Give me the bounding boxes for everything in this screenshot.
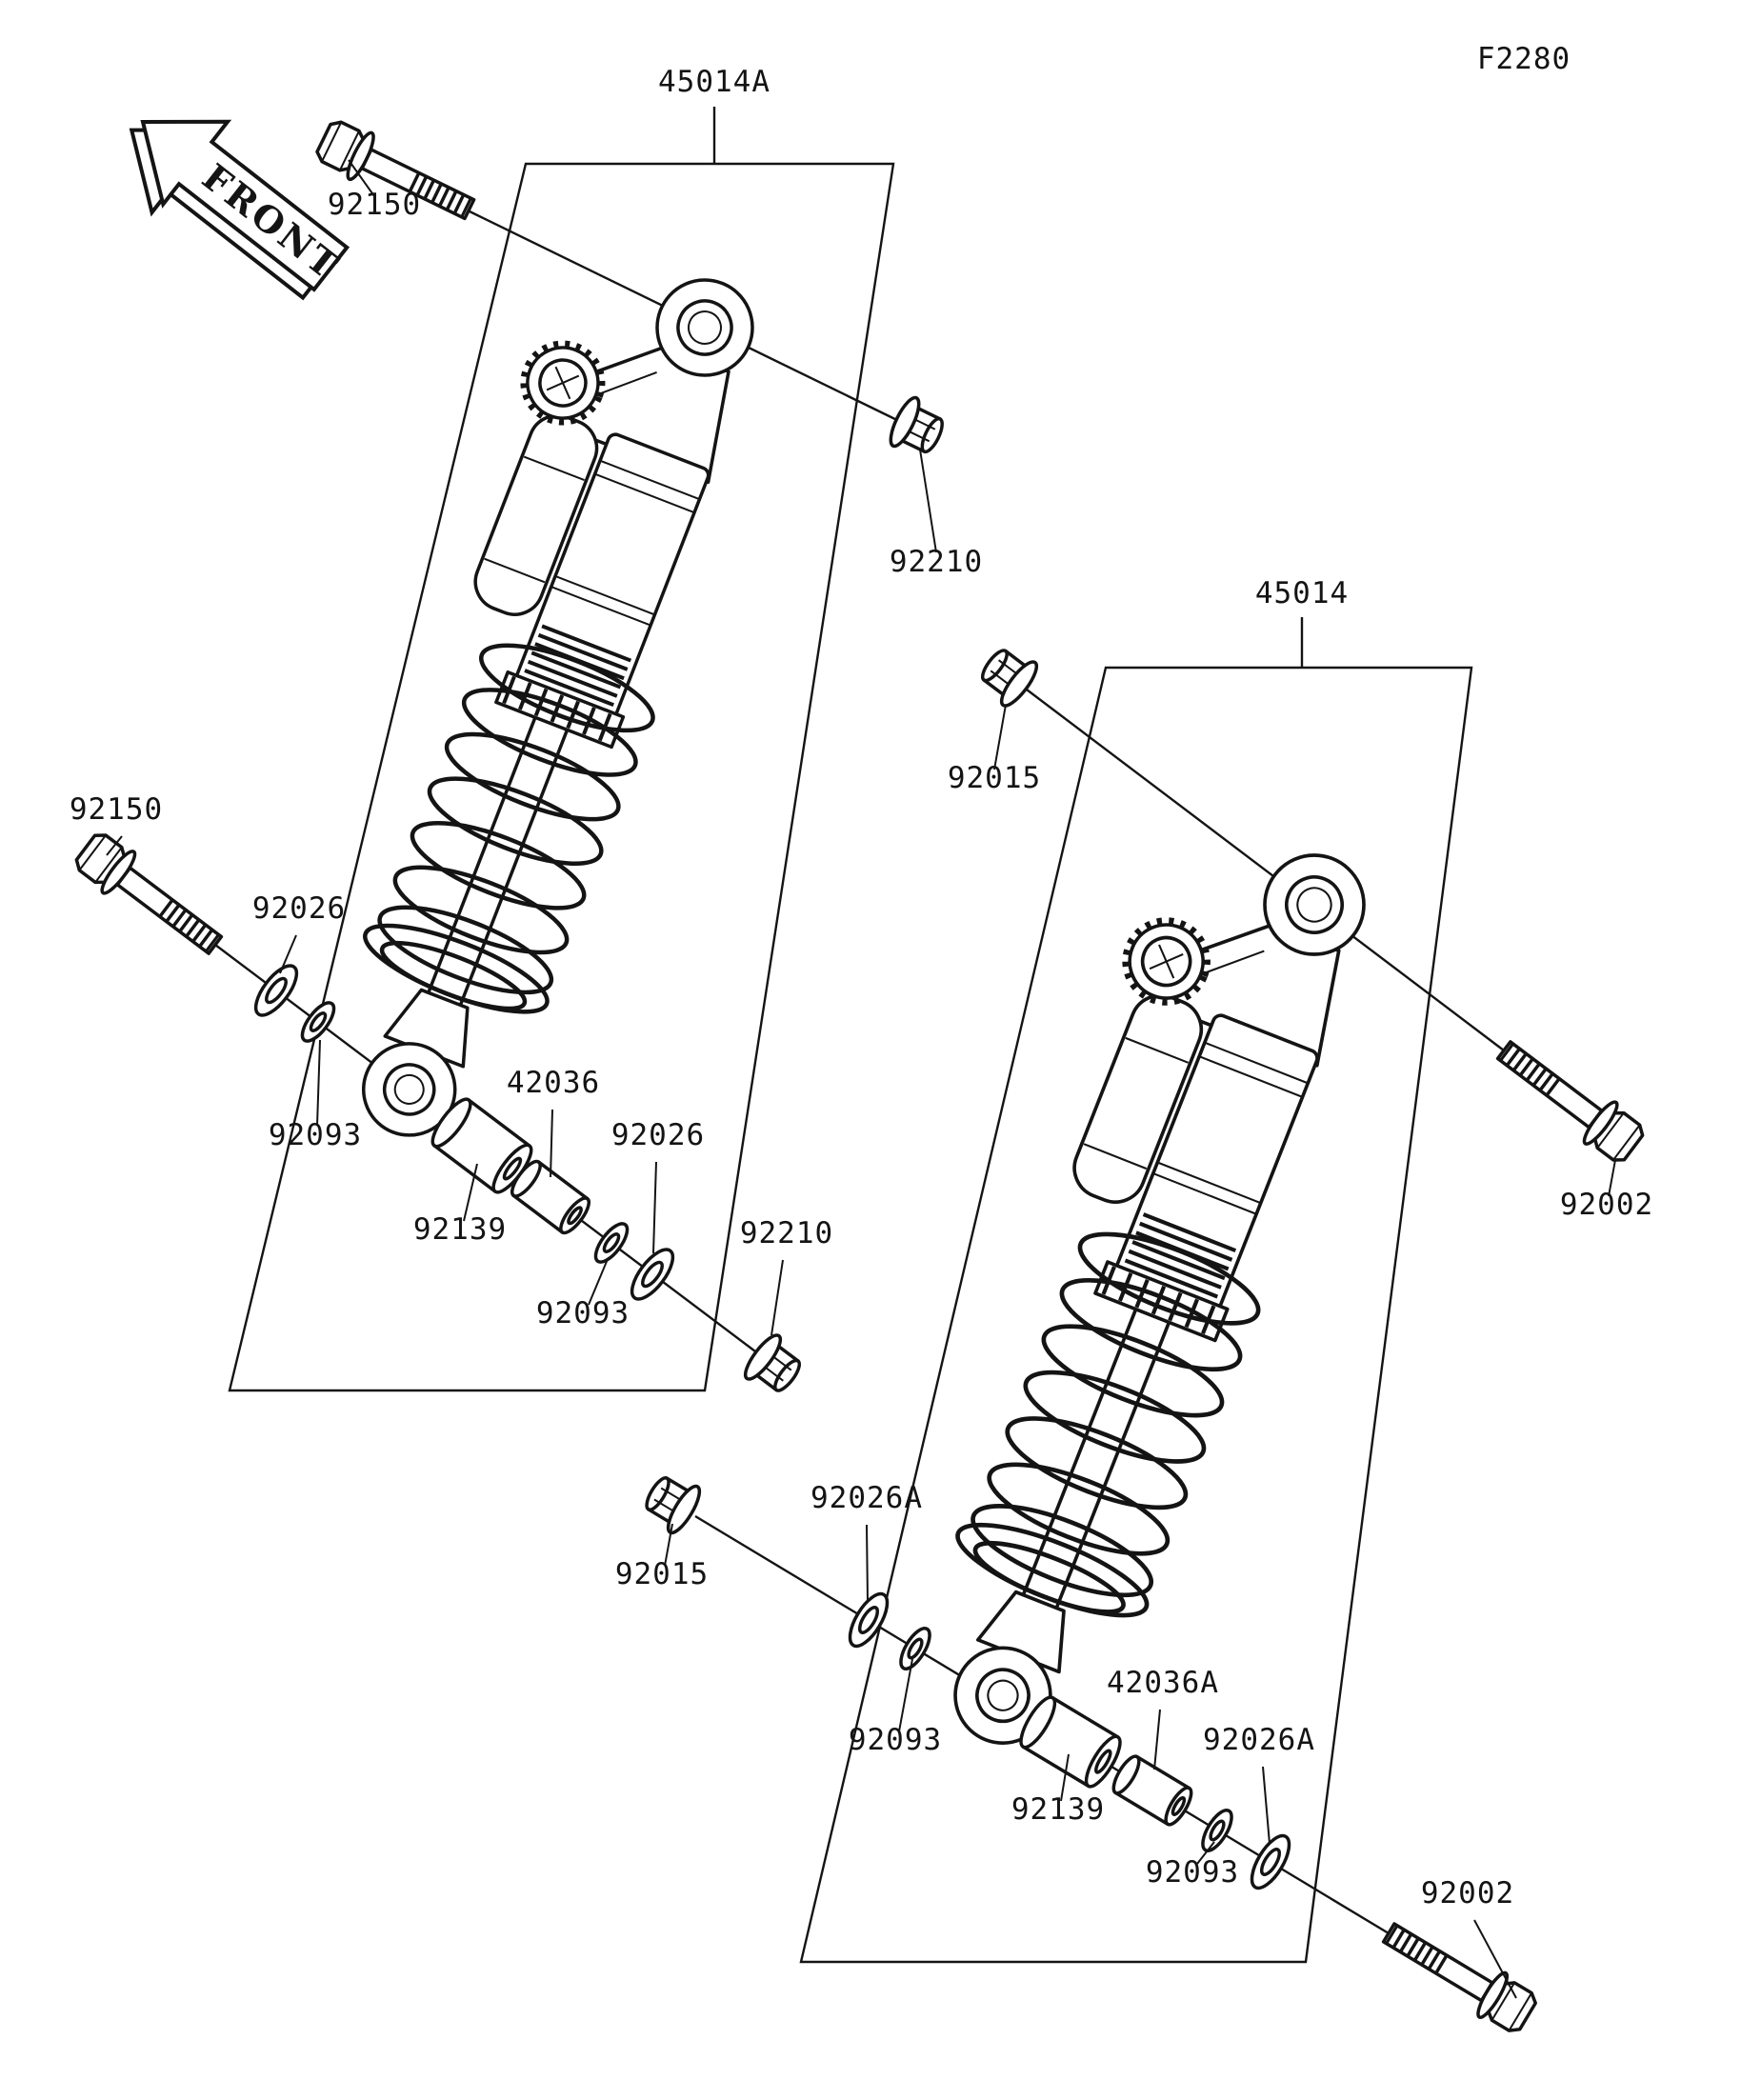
92015-nut xyxy=(971,638,1044,712)
part-label-92210: 92210 xyxy=(890,545,983,579)
92210-nut xyxy=(738,1329,810,1403)
part-label-92026: 92026 xyxy=(611,1118,705,1152)
92026-washer xyxy=(623,1241,682,1308)
part-label-92093: 92093 xyxy=(269,1118,362,1152)
92026A-washer xyxy=(841,1586,896,1654)
leader-line-92026A xyxy=(866,1524,869,1603)
leader-line-92015 xyxy=(664,1523,673,1567)
leader-line-92139 xyxy=(463,1163,478,1222)
92093-seal xyxy=(588,1217,635,1269)
part-label-92026: 92026 xyxy=(252,891,346,926)
assembly-brackets-layer xyxy=(228,107,1473,1964)
callout-labels-layer: 45014A 92150 92210 45014 92015 92150 92026 9209… xyxy=(70,65,1653,1999)
part-label-92002: 92002 xyxy=(1421,1876,1514,1910)
leader-line-92093 xyxy=(1196,1841,1215,1865)
part-label-42036A: 42036A xyxy=(1107,1666,1219,1700)
part-label-92093: 92093 xyxy=(1146,1855,1239,1890)
part-label-92139: 92139 xyxy=(1011,1792,1105,1827)
part-label-92015: 92015 xyxy=(615,1557,709,1591)
42036A-sleeve xyxy=(1107,1750,1198,1830)
leader-line-92026 xyxy=(279,934,297,974)
part-label-92139: 92139 xyxy=(413,1212,507,1247)
front-arrow-body xyxy=(140,119,350,292)
92093-seal xyxy=(893,1622,937,1675)
92002-bolt xyxy=(1375,1910,1541,2038)
shock-absorbers-layer xyxy=(251,229,1427,1777)
leader-line-92093 xyxy=(898,1658,913,1732)
leader-line-92002 xyxy=(1608,1159,1616,1197)
assembly-bracket-45014A xyxy=(228,162,895,1392)
leader-line-92150 xyxy=(106,835,123,856)
shock-absorber-45014A xyxy=(251,229,812,1168)
leader-line-92002 xyxy=(1473,1919,1517,1999)
leader-line-92210 xyxy=(919,449,937,553)
part-label-45014A: 45014A xyxy=(658,65,770,99)
part-label-92026A: 92026A xyxy=(1203,1723,1315,1757)
leader-line-92093 xyxy=(588,1258,609,1306)
part-label-92210: 92210 xyxy=(740,1216,833,1250)
leader-line-42036A xyxy=(1153,1709,1161,1770)
92026A-washer xyxy=(1243,1828,1298,1896)
leader-line-92093 xyxy=(316,1039,321,1127)
bolt-axis-line-3 xyxy=(1018,683,1505,1051)
92026-washer xyxy=(247,957,306,1024)
leader-line-92026 xyxy=(652,1161,657,1254)
92093-seal xyxy=(294,996,342,1048)
part-label-92015: 92015 xyxy=(948,761,1041,795)
part-label-92026A: 92026A xyxy=(810,1481,923,1515)
leader-line-92015 xyxy=(993,704,1007,770)
part-label-92093: 92093 xyxy=(536,1296,630,1330)
92002-bolt xyxy=(1489,1030,1649,1168)
92150-bolt xyxy=(70,827,230,965)
leader-line-92026A xyxy=(1262,1766,1271,1845)
92210-nut xyxy=(883,392,952,465)
92093-seal xyxy=(1195,1804,1239,1857)
part-label-42036: 42036 xyxy=(507,1066,600,1100)
part-label-92150: 92150 xyxy=(70,792,163,827)
part-label-92150: 92150 xyxy=(328,188,421,222)
part-label-92093: 92093 xyxy=(849,1723,942,1757)
leader-line-92139 xyxy=(1060,1753,1070,1802)
leader-line-42036 xyxy=(550,1109,553,1178)
leader-line-92150 xyxy=(348,159,375,197)
figure-code: F2280 xyxy=(1477,42,1571,76)
part-label-92002: 92002 xyxy=(1560,1188,1653,1222)
assembly-bracket-45014 xyxy=(799,666,1473,1964)
leader-line-92210 xyxy=(770,1259,784,1336)
part-label-45014: 45014 xyxy=(1255,576,1349,610)
